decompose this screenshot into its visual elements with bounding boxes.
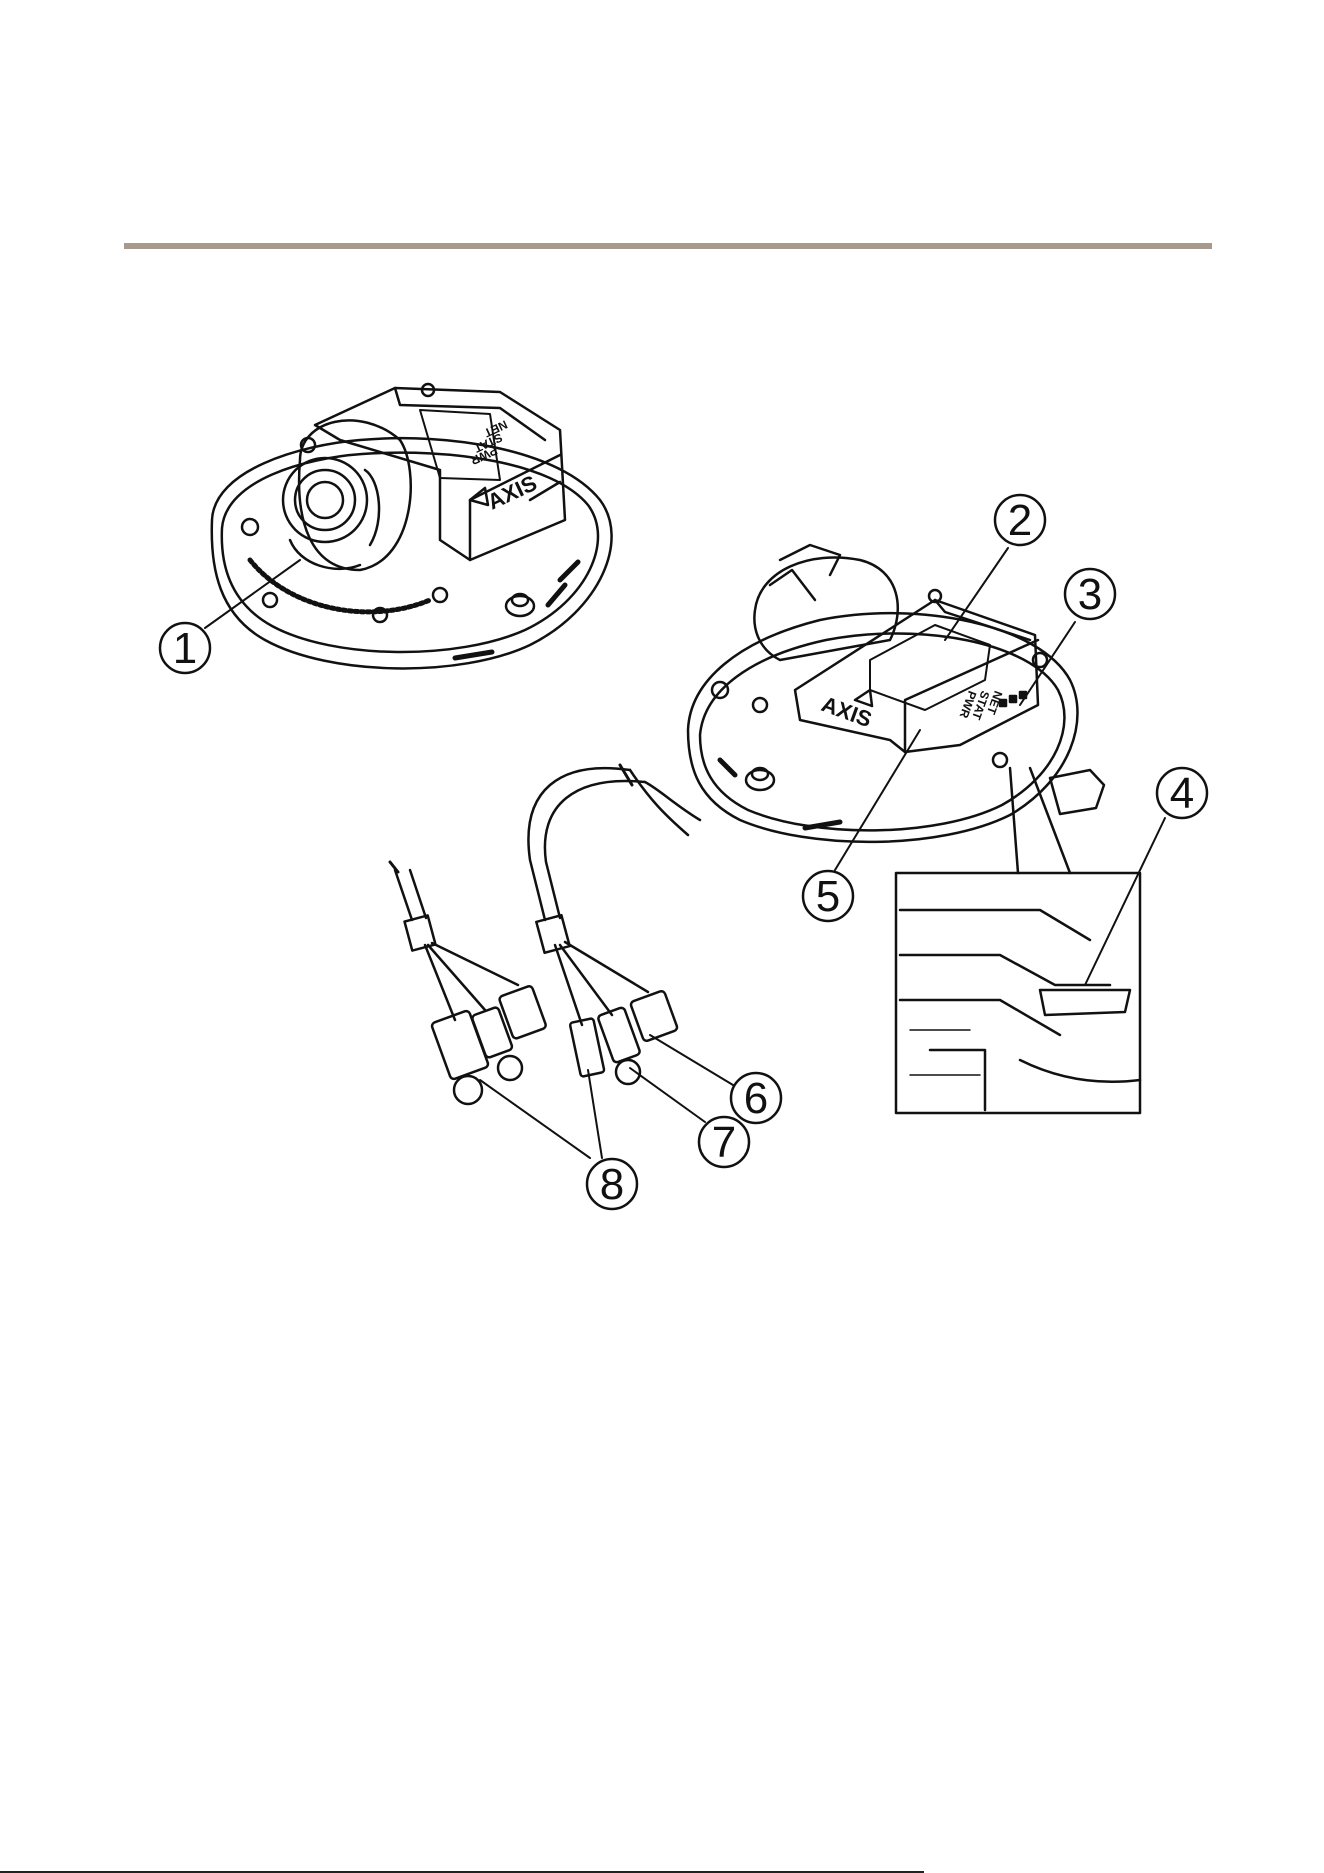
callout-7: 7: [699, 1117, 749, 1167]
callout-label-7: 7: [712, 1118, 736, 1167]
callout-label-1: 1: [173, 624, 197, 673]
callout-label-2: 2: [1008, 496, 1032, 545]
callout-label-8: 8: [600, 1160, 624, 1209]
callout-6: 6: [731, 1073, 781, 1123]
callout-4: 4: [1157, 768, 1207, 818]
callout-label-5: 5: [816, 872, 840, 921]
brand-logo-left: AXIS: [484, 470, 541, 514]
callout-1: 1: [160, 623, 210, 673]
callout-2: 2: [995, 495, 1045, 545]
callout-label-4: 4: [1170, 769, 1194, 818]
cable-assembly: [390, 765, 700, 1104]
camera-left-illustration: AXIS NET STAT PWR: [212, 384, 612, 668]
callout-label-3: 3: [1078, 570, 1102, 619]
callout-3: 3: [1065, 569, 1115, 619]
callout-5: 5: [803, 871, 853, 921]
sd-card-detail-inset: [896, 768, 1140, 1113]
callout-8: 8: [587, 1159, 637, 1209]
callout-label-6: 6: [744, 1074, 768, 1123]
